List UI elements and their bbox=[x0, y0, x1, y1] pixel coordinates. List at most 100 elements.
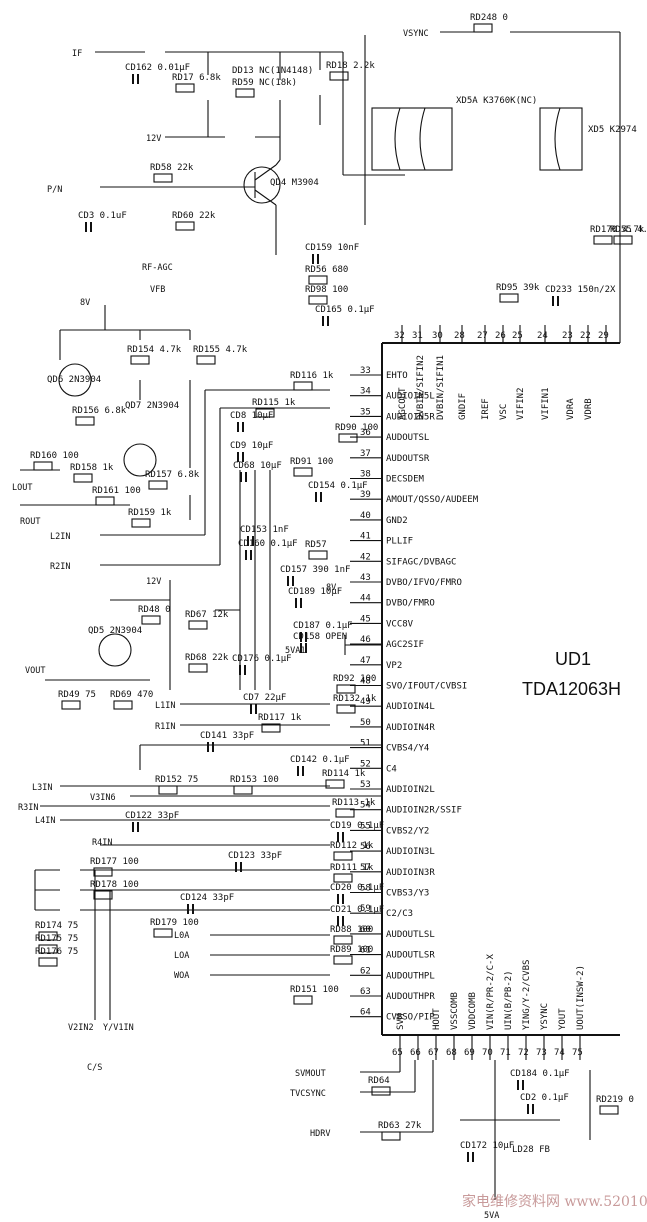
mid-wires bbox=[45, 470, 382, 690]
pin-number: 37 bbox=[360, 449, 371, 459]
pin-label: AUDIOIN5R bbox=[386, 412, 435, 422]
component-label: RD159 1k bbox=[128, 508, 172, 518]
component-label: RD90 100 bbox=[335, 423, 378, 433]
component-label: RD60 22k bbox=[172, 211, 216, 221]
component-bodies bbox=[33, 23, 633, 1162]
component-label: QD4 M3904 bbox=[270, 178, 319, 188]
resistor-body bbox=[175, 83, 195, 93]
component-label: RD179 100 bbox=[150, 918, 199, 928]
component-label: CD3 0.1uF bbox=[78, 211, 127, 221]
pin-label: GNDIF bbox=[458, 393, 468, 420]
net-5va: 5VA bbox=[484, 1211, 499, 1221]
pin-number: 44 bbox=[360, 594, 371, 604]
component-label: RD170 4.7k bbox=[590, 225, 645, 235]
component-label: RD49 75 bbox=[58, 690, 96, 700]
component-label: CD160 0.1μF bbox=[238, 539, 298, 549]
component-label: RD112 1k bbox=[330, 841, 374, 851]
pin-number: 57 bbox=[360, 863, 371, 873]
resistor-body bbox=[188, 620, 208, 630]
component-label: XD5A K3760K(NC) bbox=[456, 96, 537, 106]
component-label: RD63 27k bbox=[378, 1121, 422, 1131]
resistor-body bbox=[158, 785, 178, 795]
chip-part: TDA12063H bbox=[522, 679, 621, 699]
transistor-qd5 bbox=[98, 633, 132, 667]
pin-label: AUDIOIN5L bbox=[386, 392, 435, 402]
net-woa: WOA bbox=[174, 971, 189, 981]
resistor-body bbox=[308, 275, 328, 285]
pin-label: VCC8V bbox=[386, 619, 414, 629]
resistor-body bbox=[153, 928, 173, 938]
pin-label: AUDOUTSL bbox=[386, 433, 429, 443]
component-label: RD58 22k bbox=[150, 163, 194, 173]
pin-number: 50 bbox=[360, 718, 371, 728]
net-l3in: L3IN bbox=[32, 783, 52, 793]
resistor-body bbox=[613, 235, 633, 245]
net-r1in: R1IN bbox=[155, 722, 175, 732]
component-label: CD184 0.1μF bbox=[510, 1069, 570, 1079]
net-rout: ROUT bbox=[20, 517, 40, 527]
component-label: RD161 100 bbox=[92, 486, 141, 496]
pin-number: 68 bbox=[446, 1048, 457, 1058]
pin-number: 35 bbox=[360, 407, 371, 417]
component-label: CD9 10μF bbox=[230, 441, 273, 451]
saw-filter-xd5 bbox=[539, 107, 583, 171]
pin-label: VIFIN1 bbox=[541, 387, 551, 420]
pin-number: 26 bbox=[495, 331, 506, 341]
component-label: RD114 1k bbox=[322, 769, 366, 779]
pin-label: VSC bbox=[499, 404, 509, 420]
component-label: CD187 0.1μF bbox=[293, 621, 353, 631]
resistor-body bbox=[593, 235, 613, 245]
resistor-body bbox=[599, 1105, 619, 1115]
pin-label: AUDIOIN4R bbox=[386, 723, 435, 733]
net-v2in2: V2IN2 bbox=[68, 1023, 94, 1033]
pin-label: SIFAGC/DVBAGC bbox=[386, 557, 456, 567]
component-label: RD68 22k bbox=[185, 653, 229, 663]
component-label: CD176 0.1μF bbox=[232, 654, 292, 664]
component-label: CD2 0.1μF bbox=[520, 1093, 569, 1103]
component-label: RD48 0 bbox=[138, 605, 171, 615]
resistor-body bbox=[235, 88, 255, 98]
pin-label: IREF bbox=[481, 398, 491, 420]
pin-label: HOUT bbox=[432, 1008, 442, 1030]
component-label: RD132 1k bbox=[333, 694, 377, 704]
top-wires bbox=[95, 31, 621, 343]
component-label: RD67 12k bbox=[185, 610, 229, 620]
pin-number: 62 bbox=[360, 966, 371, 976]
pin-number: 55 bbox=[360, 821, 371, 831]
component-label: RD156 6.8k bbox=[72, 406, 127, 416]
pin-number: 31 bbox=[412, 331, 423, 341]
component-label: CD68 10μF bbox=[233, 461, 282, 471]
resistor-body bbox=[325, 779, 345, 789]
pin-number: 70 bbox=[482, 1048, 493, 1058]
net-r2in: R2IN bbox=[50, 562, 70, 572]
component-label: RD157 6.8k bbox=[145, 470, 200, 480]
resistor-body bbox=[73, 473, 93, 483]
pin-label: EHTO bbox=[386, 371, 408, 381]
net-cs: C/S bbox=[87, 1063, 102, 1073]
resistor-body bbox=[333, 873, 353, 883]
net-l2in: L2IN bbox=[50, 532, 70, 542]
pin-label: CVBSO/PIP bbox=[386, 1013, 435, 1023]
pin-label: AMOUT/QSSO/AUDEEM bbox=[386, 495, 479, 505]
resistor-body bbox=[38, 957, 58, 967]
pin-label: AUDIOIN3R bbox=[386, 868, 435, 878]
component-label: RD57 bbox=[305, 540, 327, 550]
pin-number: 22 bbox=[580, 331, 591, 341]
component-label: CD162 0.01μF bbox=[125, 63, 190, 73]
net-vout: VOUT bbox=[25, 666, 45, 676]
pin-label: SVO/IFOUT/CVBSI bbox=[386, 682, 467, 692]
resistor-body bbox=[333, 935, 353, 945]
net-tvcsync: TVCSYNC bbox=[290, 1089, 326, 1099]
resistor-body bbox=[293, 381, 313, 391]
net-l1in: L1IN bbox=[155, 701, 175, 711]
pin-number: 39 bbox=[360, 490, 371, 500]
pin-number: 47 bbox=[360, 656, 371, 666]
pin-number: 75 bbox=[572, 1048, 583, 1058]
pin-number: 67 bbox=[428, 1048, 439, 1058]
resistor-body bbox=[329, 71, 349, 81]
net-pn: P/N bbox=[47, 185, 62, 195]
pin-number: 52 bbox=[360, 759, 371, 769]
resistor-body bbox=[153, 173, 173, 183]
